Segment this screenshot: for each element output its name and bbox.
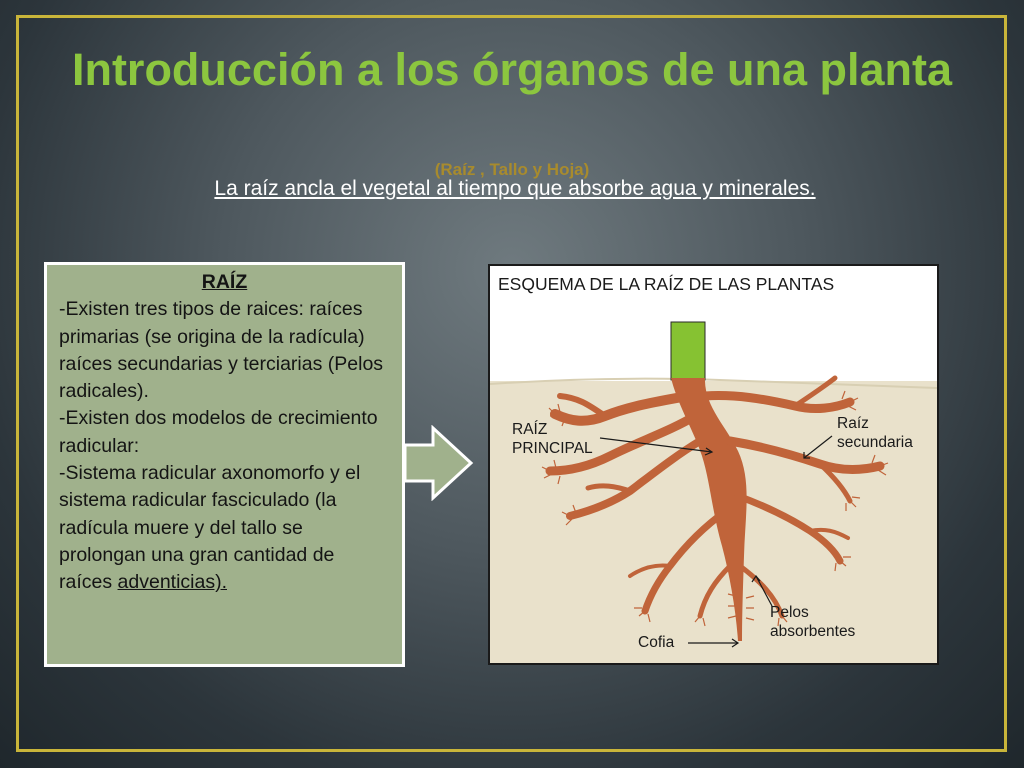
label-main-root-2: PRINCIPAL — [512, 440, 593, 457]
label-pointers — [599, 435, 833, 648]
root-diagram-svg: ESQUEMA DE LA RAÍZ DE LAS PLANTAS — [490, 274, 937, 663]
label-root-hairs-1: Pelos — [770, 604, 809, 621]
right-arrow-icon — [403, 425, 474, 501]
root-types-paragraph: -Existen tres tipos de raices: raíces pr… — [59, 298, 384, 403]
adventicias-link[interactable]: adventicias). — [117, 571, 227, 594]
slide-subtitle: (Raíz , Tallo y Hoja) — [434, 160, 590, 179]
root-systems-text: -Sistema radicular axonomorfo y el siste… — [59, 462, 361, 594]
root-systems-paragraph: -Sistema radicular axonomorfo y el siste… — [59, 460, 390, 596]
growth-models-paragraph: -Existen dos modelos de crecimiento radi… — [59, 407, 378, 457]
label-root-hairs-2: absorbentes — [770, 623, 856, 640]
stem — [670, 321, 706, 381]
label-secondary-root-2: secundaria — [837, 434, 913, 451]
slide-frame — [16, 15, 1007, 752]
label-main-root-1: RAÍZ — [512, 421, 547, 438]
root-diagram: ESQUEMA DE LA RAÍZ DE LAS PLANTAS — [488, 264, 939, 665]
slide-title: Introducción a los órganos de una planta — [71, 44, 953, 95]
lead-text: La raíz ancla el vegetal al tiempo que a… — [214, 177, 816, 200]
root-hairs — [541, 390, 889, 627]
root-info-heading: RAÍZ — [201, 271, 248, 293]
secondary-roots — [545, 375, 885, 619]
root-info-box: RAÍZ -Existen tres tipos de raices: raíc… — [44, 262, 405, 667]
diagram-title: ESQUEMA DE LA RAÍZ DE LAS PLANTAS — [498, 274, 834, 294]
label-secondary-root-1: Raíz — [837, 415, 869, 432]
label-root-cap: Cofia — [638, 634, 675, 651]
